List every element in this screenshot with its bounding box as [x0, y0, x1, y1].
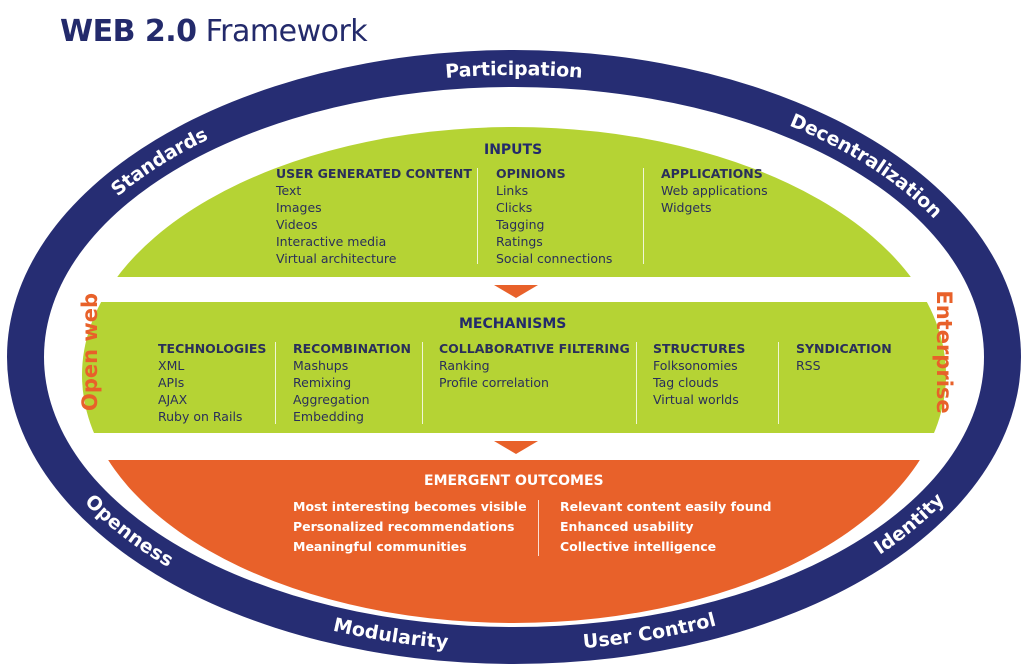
arrow-down-icon [494, 441, 538, 454]
page-title: WEB 2.0 Framework [60, 14, 368, 49]
arrow-down-icon [494, 285, 538, 298]
inputs-heading: INPUTS [484, 142, 543, 158]
mechanisms-col-syndication: SYNDICATION RSS [796, 341, 892, 373]
mechanisms-band [82, 302, 946, 433]
side-label-open-web: Open web [78, 293, 102, 411]
ring-label-participation: Participation [445, 58, 584, 83]
outcomes-heading: EMERGENT OUTCOMES [424, 473, 604, 489]
side-label-enterprise: Enterprise [932, 290, 956, 413]
mechanisms-heading: MECHANISMS [459, 316, 567, 332]
